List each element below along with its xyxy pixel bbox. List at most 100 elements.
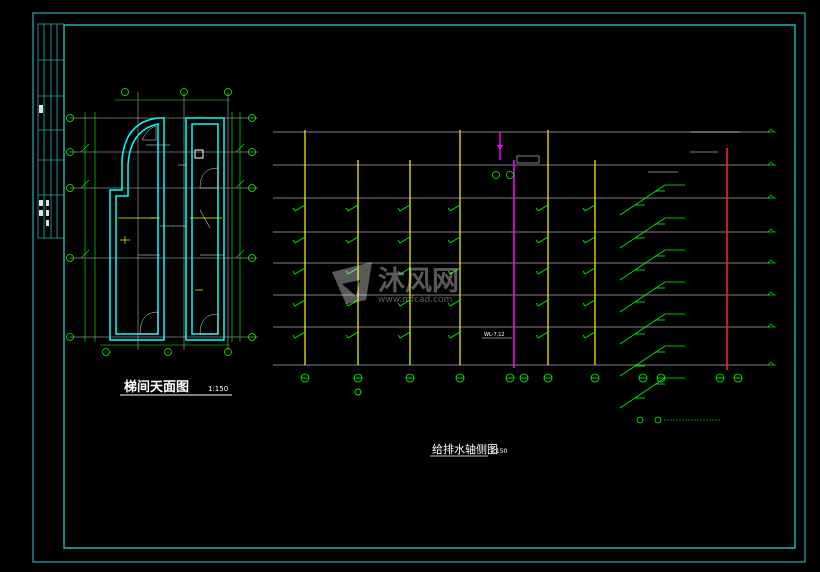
branch-pipe — [537, 331, 549, 339]
branch-pipe — [399, 331, 411, 339]
diagonal-stack-segment — [619, 345, 685, 377]
plan-walls — [109, 117, 225, 341]
branch-pipe — [294, 331, 306, 339]
branch-pipe — [347, 204, 359, 212]
outer-frame — [32, 12, 806, 563]
bottom-axis-bubbles — [300, 171, 743, 396]
watermark-logo-icon — [332, 262, 372, 304]
fixture-symbol — [397, 207, 401, 212]
level-triangle — [767, 323, 775, 328]
diagonal-stack-segment — [619, 184, 685, 216]
inner-frame — [63, 24, 796, 549]
fixture-symbol — [345, 302, 349, 307]
fixture-symbol — [582, 239, 586, 244]
fixture-symbol — [447, 302, 451, 307]
branch-pipe — [294, 204, 306, 212]
fixture-symbol — [292, 334, 296, 339]
level-triangle — [767, 194, 775, 199]
diagonal-stack-segment — [619, 377, 685, 409]
axis-bubble-top — [492, 171, 500, 179]
floor-level-marks — [766, 128, 776, 366]
title-block-strip — [37, 23, 65, 239]
axis-bubble-top — [506, 171, 514, 179]
plan-axis-bubbles-left — [66, 88, 256, 356]
level-triangle — [767, 228, 775, 233]
title-block-marks — [39, 105, 49, 226]
branch-pipe — [399, 299, 411, 307]
branch-pipe — [449, 267, 461, 275]
branch-pipe — [399, 204, 411, 212]
fixture-symbol — [292, 270, 296, 275]
level-triangle — [767, 128, 775, 133]
watermark: 沐风网 www.mfcad.com — [332, 262, 459, 305]
branch-pipe — [537, 204, 549, 212]
branch-pipe — [347, 299, 359, 307]
branch-pipe — [584, 267, 596, 275]
diagonal-stack-segment — [619, 281, 685, 313]
branch-pipe — [537, 267, 549, 275]
branch-pipe — [347, 331, 359, 339]
branch-pipe — [399, 267, 411, 275]
level-triangle — [767, 259, 775, 264]
fixture-symbol — [292, 207, 296, 212]
branch-pipe — [449, 204, 461, 212]
fixture-symbol — [535, 270, 539, 275]
branch-pipe — [347, 267, 359, 275]
fixture-symbol — [345, 207, 349, 212]
branch-pipe — [537, 236, 549, 244]
diagonal-stack-segment — [619, 313, 685, 345]
fixture-symbol — [447, 239, 451, 244]
right-drawing-title: 给排水轴侧图 — [432, 442, 498, 456]
level-triangle — [767, 161, 775, 166]
plan-white-leaders — [138, 144, 224, 256]
fixture-symbol — [582, 334, 586, 339]
fixture-symbol — [447, 207, 451, 212]
fixture-symbol — [345, 239, 349, 244]
diagonal-branch-stack — [619, 184, 685, 409]
fixture-symbol — [397, 270, 401, 275]
fixture-symbol — [397, 302, 401, 307]
risers — [304, 130, 728, 370]
fixture-symbol — [535, 207, 539, 212]
level-triangle — [767, 361, 775, 366]
branch-fixtures — [292, 204, 596, 339]
fixture-symbol — [582, 207, 586, 212]
plan-drain-box — [194, 149, 204, 159]
pipe-label-wl: WL-7,12 — [482, 332, 512, 339]
plan-hatch-patches — [139, 125, 219, 335]
floor-level-lines — [273, 131, 770, 366]
branch-pipe — [449, 236, 461, 244]
fixture-symbol — [345, 334, 349, 339]
magenta-marker — [497, 145, 503, 150]
legend-note — [636, 416, 720, 424]
fixture-symbol — [397, 239, 401, 244]
axonometric-diagram: WL-7,12 给排水轴侧图 1:150 — [273, 128, 776, 457]
branch-pipe — [449, 331, 461, 339]
watermark-url: www.mfcad.com — [378, 295, 452, 305]
fixture-symbol — [447, 334, 451, 339]
pipe-label-text: WL-7,12 — [484, 332, 505, 338]
branch-pipe — [294, 267, 306, 275]
right-drawing-scale: 1:150 — [490, 448, 507, 455]
fixture-symbol — [535, 302, 539, 307]
branch-pipe — [294, 299, 306, 307]
branch-pipe — [449, 299, 461, 307]
fixture-symbol — [397, 334, 401, 339]
fixture-symbol — [582, 270, 586, 275]
branch-pipe — [399, 236, 411, 244]
branch-pipe — [294, 236, 306, 244]
branch-pipe — [347, 236, 359, 244]
plan-dimension-lines — [80, 99, 245, 346]
watermark-brand: 沐风网 — [378, 266, 459, 297]
left-drawing-title: 梯间天面图 — [124, 379, 189, 395]
diagonal-stack-segment — [619, 217, 685, 249]
plan-yellow-marks — [118, 217, 222, 291]
diagonal-stack-segment — [619, 249, 685, 281]
fixture-symbol — [535, 239, 539, 244]
fixture-symbol — [292, 239, 296, 244]
branch-pipe — [584, 204, 596, 212]
fixture-symbol — [535, 334, 539, 339]
level-triangle — [767, 291, 775, 296]
fixture-symbol — [345, 270, 349, 275]
